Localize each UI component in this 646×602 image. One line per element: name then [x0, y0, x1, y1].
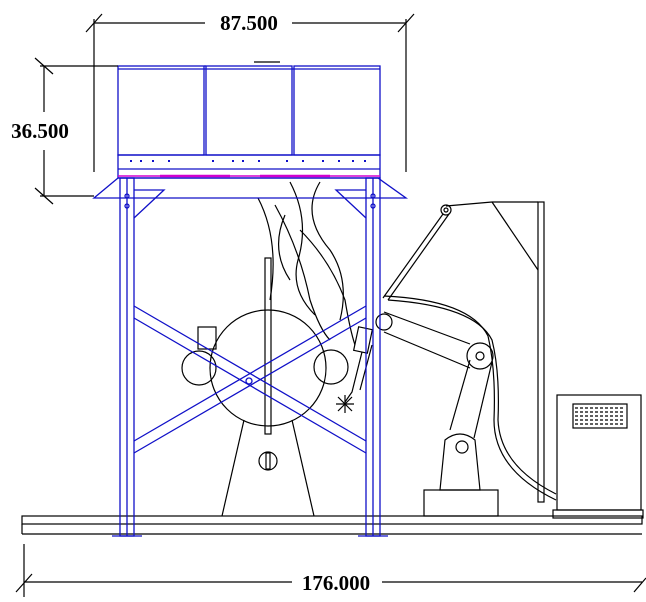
welding-spark-icon [336, 395, 354, 413]
dimension-label-bottom: 176.000 [302, 571, 370, 595]
welding-torch [344, 326, 374, 403]
controller-cabinet [552, 394, 644, 519]
dimension-left-height: 36.500 [11, 57, 118, 205]
control-cabinet-vent-icon [572, 403, 628, 429]
support-frame [112, 177, 388, 537]
robot-arm [375, 295, 557, 517]
platform-boxes [117, 61, 381, 156]
rotating-headstock-fixture [181, 181, 356, 517]
robot-boom [382, 201, 545, 503]
platform-deck [92, 154, 409, 199]
dimension-label-left: 36.500 [11, 119, 69, 143]
floor-base-rail [21, 515, 643, 535]
dimension-bottom-width: 176.000 [15, 544, 646, 597]
deck-fastener-dots [130, 160, 366, 162]
dimension-label-top: 87.500 [220, 11, 278, 35]
dimension-top-width: 87.500 [85, 11, 415, 172]
